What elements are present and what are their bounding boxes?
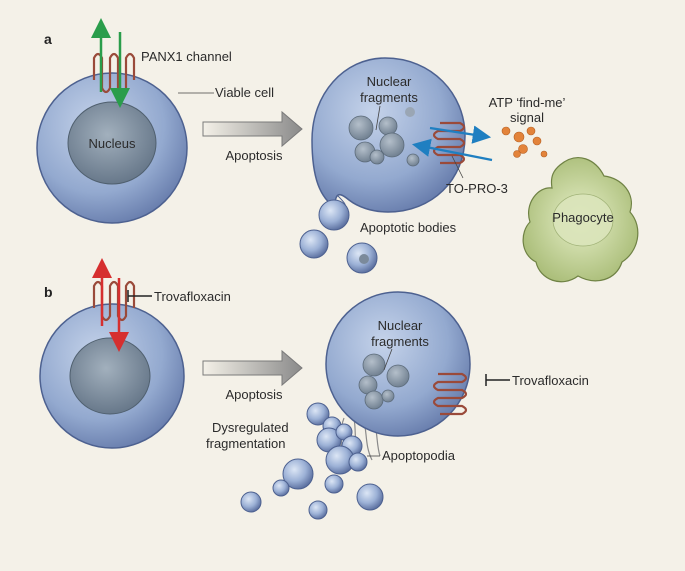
nuclear-fragment <box>364 390 384 410</box>
nucleus-label: Nucleus <box>89 136 136 151</box>
dysregulated-label-line1: Dysregulated <box>212 420 289 435</box>
phagocyte <box>522 157 639 283</box>
panel-b-letter: b <box>44 284 53 300</box>
fragment-bubble <box>240 491 262 513</box>
trovafloxacin-label-1: Trovafloxacin <box>154 289 231 304</box>
panx1-channel-b-apoptotic <box>432 372 468 416</box>
apoptotic-cell-a <box>311 57 466 213</box>
atp-label-line2: signal <box>510 110 544 125</box>
nuclear-fragment <box>379 132 405 158</box>
blue-arrow-out <box>429 125 492 144</box>
apoptosis-arrow-a <box>202 110 303 148</box>
blue-arrow-in <box>411 138 493 162</box>
fragment-bubble <box>348 452 368 472</box>
nuclear-fragment <box>348 115 374 141</box>
viable-cell-a <box>36 72 188 224</box>
inhibitor-symbol-b2 <box>485 374 510 386</box>
dysregulated-fragments <box>240 402 384 520</box>
panel-a-letter: a <box>44 31 52 47</box>
fragment-bubble <box>324 474 344 494</box>
nuclear-fragment <box>406 153 420 167</box>
atp-label-line1: ATP ‘find-me’ <box>489 95 566 110</box>
fragment-bubble <box>282 458 314 490</box>
nuclear-fragments-a-line2: fragments <box>360 90 418 105</box>
nuclear-fragments-leader-b <box>383 348 393 371</box>
apoptotic-bodies-label: Apoptotic bodies <box>360 220 457 235</box>
inhibitor-symbol-b1 <box>127 290 152 302</box>
nuclear-fragment <box>362 353 386 377</box>
trovafloxacin-label-2: Trovafloxacin <box>512 373 589 388</box>
to-pro-3-leader <box>451 155 464 179</box>
nucleus-b <box>69 337 151 415</box>
atp-molecules <box>501 126 548 158</box>
panx1-label: PANX1 channel <box>141 49 232 64</box>
phagocyte-label: Phagocyte <box>552 210 613 225</box>
nuclear-fragments-leader-a <box>375 105 381 131</box>
apoptopodia-label: Apoptopodia <box>382 448 456 463</box>
fragment-bubble <box>308 500 328 520</box>
apoptotic-body <box>299 229 329 259</box>
fragment-bubble <box>272 479 290 497</box>
fragment-bubble <box>356 483 384 511</box>
to-pro-3-label: TO-PRO-3 <box>446 181 508 196</box>
nuclear-fragment <box>378 116 398 136</box>
dysregulated-label-line2: fragmentation <box>206 436 286 451</box>
apoptotic-bodies <box>299 195 378 274</box>
nuclear-fragment <box>386 364 410 388</box>
apoptosis-label-a: Apoptosis <box>225 148 283 163</box>
apoptosis-label-b: Apoptosis <box>225 387 283 402</box>
nuclear-fragments-a-line1: Nuclear <box>367 74 412 89</box>
nuclear-fragments-b-line2: fragments <box>371 334 429 349</box>
apoptosis-arrow-b <box>202 349 303 387</box>
nuclear-fragment <box>405 107 415 117</box>
panx1-channel-a-apoptotic <box>432 121 466 165</box>
nuclear-fragments-b-line1: Nuclear <box>378 318 423 333</box>
nuclear-fragment <box>369 149 385 165</box>
nuclear-fragment <box>381 389 395 403</box>
apoptotic-body <box>318 199 350 231</box>
viable-cell-label: Viable cell <box>215 85 274 100</box>
viable-cell-b <box>39 303 185 449</box>
fragment-bubble <box>306 402 330 426</box>
apoptotic-body-fragment <box>359 254 369 264</box>
